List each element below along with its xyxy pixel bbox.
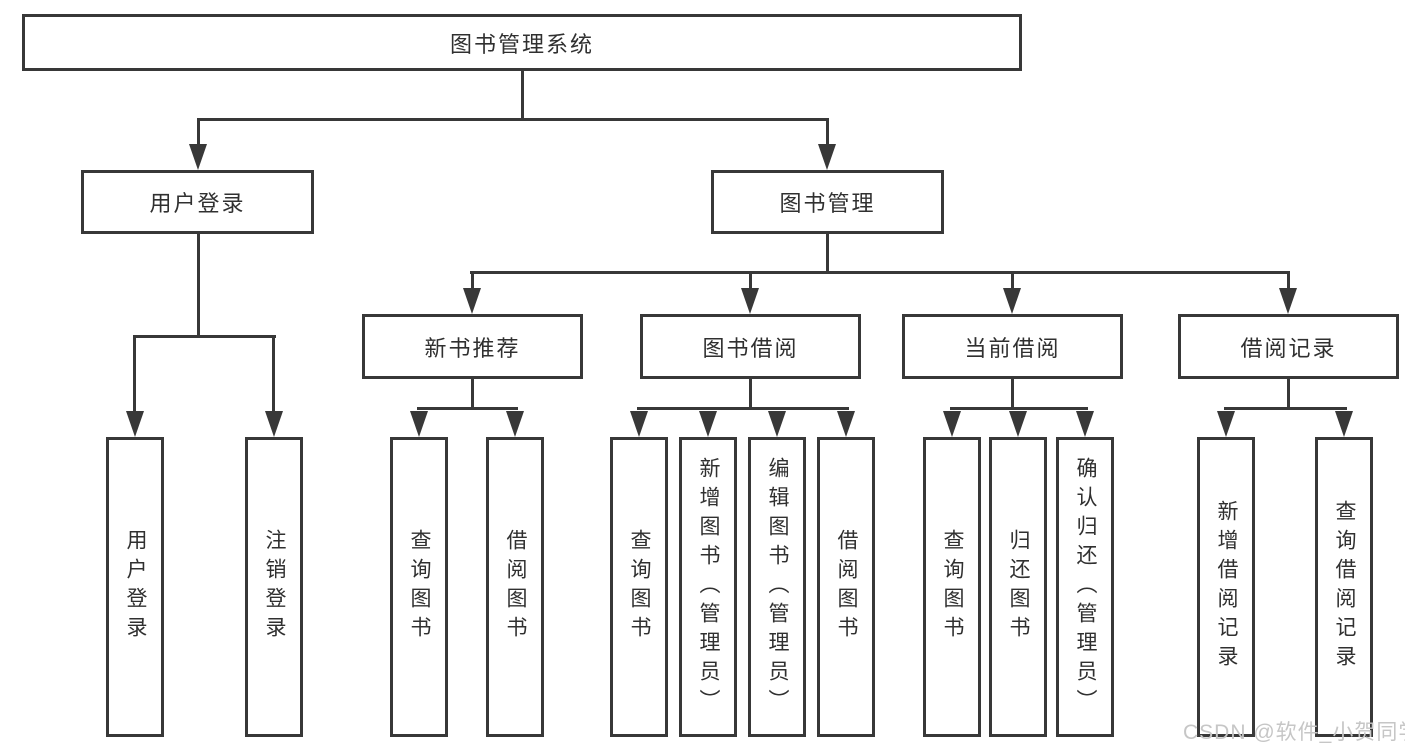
node-label: 用户登录	[149, 191, 246, 216]
connector-line	[133, 335, 276, 338]
arrow-down-icon	[1335, 411, 1353, 437]
arrow-down-icon	[126, 411, 144, 437]
leaf-query-books-current: 查询图书	[923, 437, 981, 737]
arrow-down-icon	[189, 144, 207, 170]
connector-line	[826, 118, 829, 145]
arrow-down-icon	[818, 144, 836, 170]
node-book-management: 图书管理	[711, 170, 944, 234]
leaf-return-books: 归还图书	[989, 437, 1047, 737]
connector-line	[197, 234, 200, 336]
connector-line	[1011, 379, 1014, 410]
leaf-user-login: 用户登录	[106, 437, 164, 737]
connector-line	[826, 234, 829, 272]
leaf-label: 确认归还（管理员）	[1074, 456, 1097, 718]
leaf-label: 查询借阅记录	[1333, 500, 1356, 674]
leaf-label: 查询图书	[941, 529, 964, 645]
node-label: 图书借阅	[702, 335, 799, 361]
leaf-label: 借阅图书	[835, 529, 858, 645]
leaf-label: 借阅图书	[504, 529, 527, 645]
node-current-borrow: 当前借阅	[902, 314, 1123, 379]
node-library-system: 图书管理系统	[22, 14, 1022, 71]
connector-line	[1224, 407, 1347, 410]
connector-line	[197, 118, 200, 145]
node-new-book-recommend: 新书推荐	[362, 314, 583, 379]
node-book-borrow: 图书借阅	[640, 314, 861, 379]
connector-line	[749, 379, 752, 410]
arrow-down-icon	[506, 411, 524, 437]
connector-line	[197, 118, 829, 121]
arrow-down-icon	[410, 411, 428, 437]
leaf-add-borrow-record: 新增借阅记录	[1197, 437, 1255, 737]
node-label: 新书推荐	[424, 335, 521, 361]
connector-line	[749, 271, 752, 289]
arrow-down-icon	[699, 411, 717, 437]
arrow-down-icon	[1009, 411, 1027, 437]
leaf-query-borrow-record: 查询借阅记录	[1315, 437, 1373, 737]
leaf-borrow-books: 借阅图书	[817, 437, 875, 737]
connector-line	[471, 379, 474, 410]
leaf-label: 查询图书	[408, 529, 431, 645]
node-label: 图书管理	[779, 191, 876, 216]
node-label: 借阅记录	[1240, 335, 1337, 361]
node-label: 当前借阅	[964, 335, 1061, 361]
arrow-down-icon	[1076, 411, 1094, 437]
leaf-label: 查询图书	[628, 529, 651, 645]
connector-line	[637, 407, 849, 410]
leaf-label: 编辑图书（管理员）	[766, 456, 789, 718]
connector-line	[417, 407, 518, 410]
leaf-label: 注销登录	[263, 529, 286, 645]
leaf-logout: 注销登录	[245, 437, 303, 737]
connector-line	[950, 407, 1088, 410]
connector-line	[272, 335, 275, 412]
connector-line	[1287, 271, 1290, 289]
leaf-confirm-return-admin: 确认归还（管理员）	[1056, 437, 1114, 737]
arrow-down-icon	[265, 411, 283, 437]
connector-line	[1011, 271, 1014, 289]
leaf-label: 新增图书（管理员）	[697, 456, 720, 718]
arrow-down-icon	[837, 411, 855, 437]
arrow-down-icon	[943, 411, 961, 437]
leaf-label: 用户登录	[124, 529, 147, 645]
arrow-down-icon	[630, 411, 648, 437]
arrow-down-icon	[1217, 411, 1235, 437]
leaf-add-books-admin: 新增图书（管理员）	[679, 437, 737, 737]
node-borrow-record: 借阅记录	[1178, 314, 1399, 379]
connector-line	[521, 71, 524, 119]
connector-line	[471, 271, 474, 289]
leaf-borrow-books-recommend: 借阅图书	[486, 437, 544, 737]
arrow-down-icon	[1003, 288, 1021, 314]
arrow-down-icon	[768, 411, 786, 437]
arrow-down-icon	[463, 288, 481, 314]
node-user-login: 用户登录	[81, 170, 314, 234]
connector-line	[470, 271, 1290, 274]
leaf-edit-books-admin: 编辑图书（管理员）	[748, 437, 806, 737]
arrow-down-icon	[741, 288, 759, 314]
leaf-label: 归还图书	[1007, 529, 1030, 645]
connector-line	[133, 335, 136, 412]
node-label: 图书管理系统	[449, 31, 594, 57]
csdn-watermark: CSDN @软件_小贺同学	[1183, 721, 1405, 744]
leaf-query-books-borrow: 查询图书	[610, 437, 668, 737]
leaf-query-books-recommend: 查询图书	[390, 437, 448, 737]
leaf-label: 新增借阅记录	[1215, 500, 1238, 674]
arrow-down-icon	[1279, 288, 1297, 314]
connector-line	[1287, 379, 1290, 410]
